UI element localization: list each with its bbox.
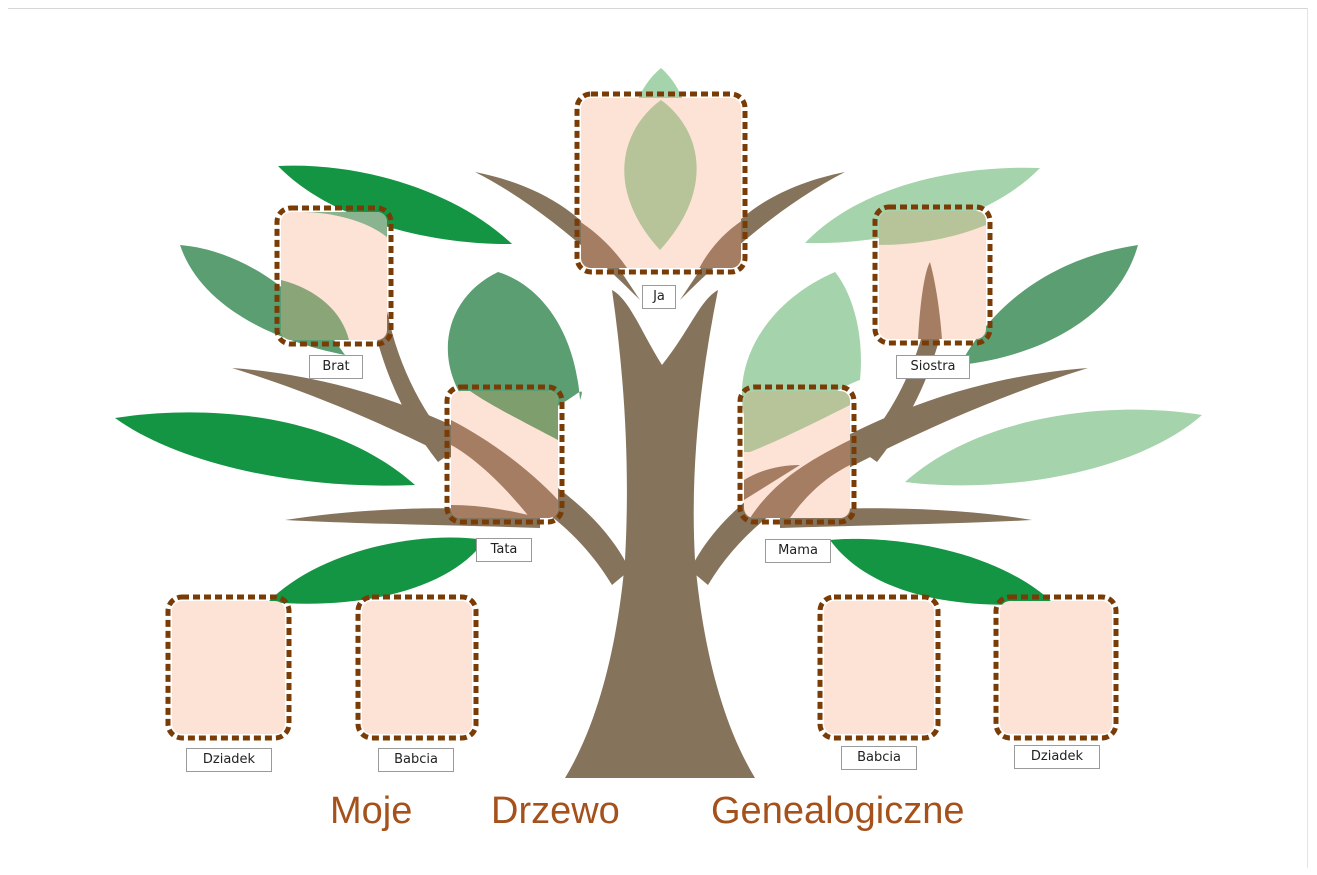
label-siostra: Siostra xyxy=(896,355,970,379)
frame-dziadek-right[interactable] xyxy=(996,597,1116,738)
label-tata: Tata xyxy=(476,538,532,562)
frame-mama[interactable] xyxy=(740,387,854,522)
frame-dziadek-left[interactable] xyxy=(168,597,289,738)
label-mama: Mama xyxy=(765,539,831,563)
leaf-lower-left-dark xyxy=(115,412,415,485)
label-babcia-left: Babcia xyxy=(378,748,454,772)
frame-babcia-right[interactable] xyxy=(820,597,938,738)
leaf-bottom-left-dark xyxy=(268,538,485,604)
leaf-right-mid xyxy=(960,245,1138,365)
label-dziadek-right: Dziadek xyxy=(1014,745,1100,769)
label-brat: Brat xyxy=(309,355,363,379)
frame-ja[interactable] xyxy=(560,94,760,290)
frame-siostra[interactable] xyxy=(875,207,990,343)
frame-brat[interactable] xyxy=(277,208,391,345)
frame-tata[interactable] xyxy=(447,387,562,522)
label-babcia-right: Babcia xyxy=(841,746,917,770)
title-word-moje: Moje xyxy=(330,788,412,834)
label-dziadek-left: Dziadek xyxy=(186,748,272,772)
leaf-lower-right-light xyxy=(905,410,1202,486)
title-word-genealogiczne: Genealogiczne xyxy=(711,788,965,834)
label-ja: Ja xyxy=(642,285,676,309)
title-word-drzewo: Drzewo xyxy=(491,788,620,834)
frame-babcia-left[interactable] xyxy=(358,597,476,738)
leaf-bottom-right-dark xyxy=(830,539,1052,605)
